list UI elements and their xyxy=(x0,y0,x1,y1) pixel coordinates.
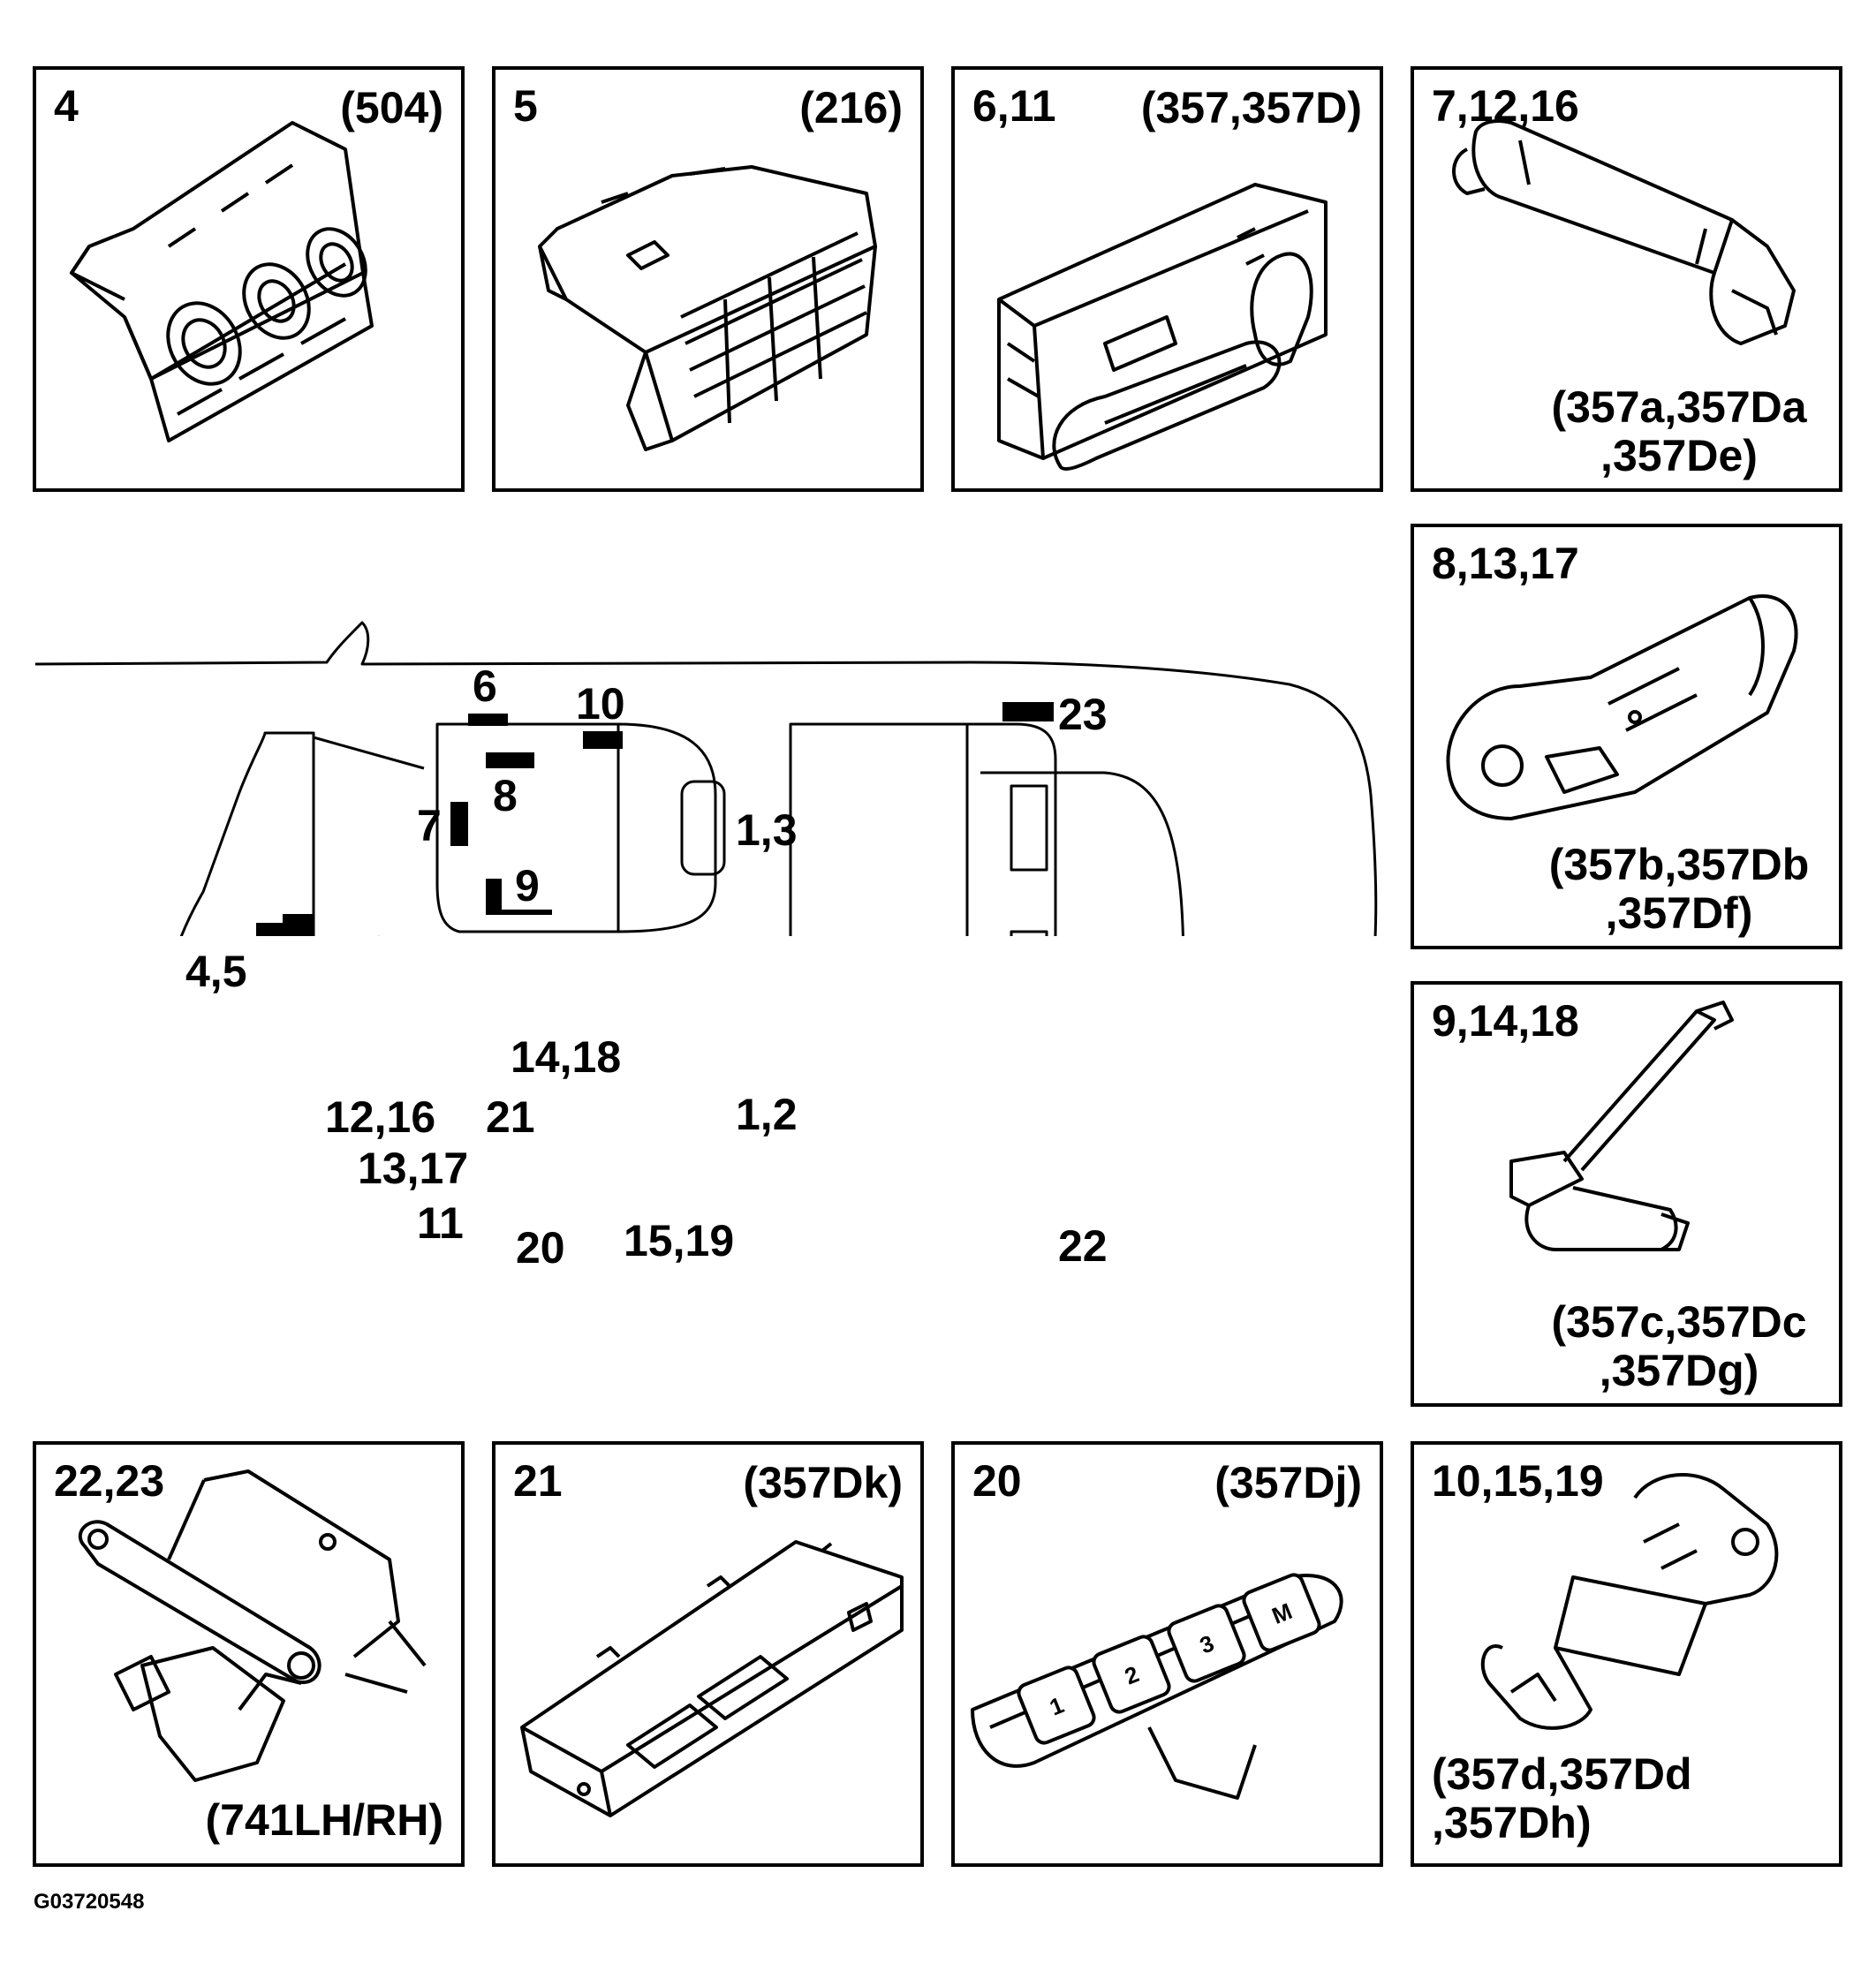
panel-number: 5 xyxy=(513,81,538,131)
part-code: (216) xyxy=(799,83,903,132)
panel-number: 4 xyxy=(54,81,79,131)
panel-10-15-19: 10,15,19 (357d,357Dd ,357Dh) xyxy=(1411,1441,1842,1867)
panel-9-14-18: 9,14,18 (357c,357Dc ,357Dg) xyxy=(1411,981,1842,1407)
panel-number: 9,14,18 xyxy=(1432,996,1579,1046)
panel-5: 5 (216) xyxy=(492,66,924,492)
vehicle-body-outline xyxy=(34,621,1378,936)
map-label-21: 21 xyxy=(486,1092,535,1142)
map-label-11: 11 xyxy=(417,1198,464,1248)
marker-9-base xyxy=(486,910,552,915)
panel-number: 21 xyxy=(513,1456,563,1506)
climate-control-panel-illustration xyxy=(70,121,374,442)
panel-number: 20 xyxy=(972,1456,1022,1506)
part-code: (357Dk) xyxy=(743,1458,903,1507)
map-label-12-16: 12,16 xyxy=(325,1092,436,1142)
map-label-15-19: 15,19 xyxy=(624,1216,735,1265)
panel-number: 22,23 xyxy=(54,1456,165,1506)
vehicle-location-map xyxy=(34,621,1378,936)
part-code: (357Dj) xyxy=(1214,1458,1362,1507)
map-label-13-17: 13,17 xyxy=(358,1144,469,1193)
marker-10 xyxy=(583,731,623,749)
map-label-22: 22 xyxy=(1058,1221,1108,1271)
seat-motor-illustration xyxy=(1509,1001,1734,1251)
part-code: (357a,357Da ,357De) xyxy=(1551,382,1807,480)
marker-6 xyxy=(468,714,508,726)
map-label-4-5: 4,5 xyxy=(185,947,247,996)
map-label-6: 6 xyxy=(473,661,497,711)
map-label-14-18: 14,18 xyxy=(511,1032,622,1082)
panel-8-13-17: 8,13,17 (357b,357Db ,357Df) xyxy=(1411,524,1842,949)
part-code: (357c,357Dc ,357Dg) xyxy=(1551,1297,1807,1395)
panel-4: 4 (504) xyxy=(33,66,465,492)
panel-7-12-16: 7,12,16 (357a,357Da ,357De) xyxy=(1411,66,1842,492)
map-label-20: 20 xyxy=(516,1223,565,1273)
control-module-illustration xyxy=(538,165,877,451)
part-code: (357,357D) xyxy=(1140,83,1362,132)
rear-seat xyxy=(789,722,1057,936)
panel-6-11: 6,11 (357,357D) xyxy=(951,66,1383,492)
seat-motor-illustration xyxy=(1452,119,1796,345)
memory-button-3[interactable]: 3 xyxy=(1166,1603,1246,1683)
map-label-10: 10 xyxy=(576,679,625,729)
front-seat-upper xyxy=(435,722,717,933)
seat-latch-illustration xyxy=(78,1469,427,1782)
map-label-9: 9 xyxy=(515,861,540,910)
map-label-8: 8 xyxy=(493,771,518,820)
panel-number: 6,11 xyxy=(972,81,1056,131)
panel-20: 20 (357Dj) 1 2 3 M xyxy=(951,1441,1383,1867)
memory-button-1[interactable]: 1 xyxy=(1016,1665,1096,1745)
part-code: (504) xyxy=(340,83,443,132)
map-label-1-2: 1,2 xyxy=(736,1090,798,1139)
map-label-23: 23 xyxy=(1058,690,1108,739)
panel-21: 21 (357Dk) xyxy=(492,1441,924,1867)
panel-number: 8,13,17 xyxy=(1432,539,1579,588)
marker-8 xyxy=(486,752,534,768)
marker-23 xyxy=(1002,702,1054,721)
part-code: (741LH/RH) xyxy=(205,1795,443,1845)
map-label-1-3: 1,3 xyxy=(736,805,798,855)
seat-motor-illustration xyxy=(1446,594,1798,820)
panel-number: 10,15,19 xyxy=(1432,1456,1604,1506)
memory-button-m[interactable]: M xyxy=(1241,1572,1321,1652)
part-code: (357d,357Dd ,357Dh) xyxy=(1432,1749,1692,1847)
figure-id: G03720548 xyxy=(34,1890,145,1914)
marker-4-5-ext xyxy=(283,914,314,936)
seat-switch-module-illustration xyxy=(997,183,1328,471)
memory-button-2[interactable]: 2 xyxy=(1091,1634,1171,1714)
seat-motor-illustration xyxy=(1480,1473,1779,1730)
control-module-illustration xyxy=(520,1540,904,1817)
map-label-7: 7 xyxy=(417,801,442,850)
marker-9 xyxy=(486,879,502,914)
panel-22-23: 22,23 (741LH/RH) xyxy=(33,1441,465,1867)
part-code: (357b,357Db ,357Df) xyxy=(1548,840,1810,938)
marker-7 xyxy=(450,802,468,846)
memory-switch-illustration: 1 2 3 M xyxy=(971,1572,1343,1800)
